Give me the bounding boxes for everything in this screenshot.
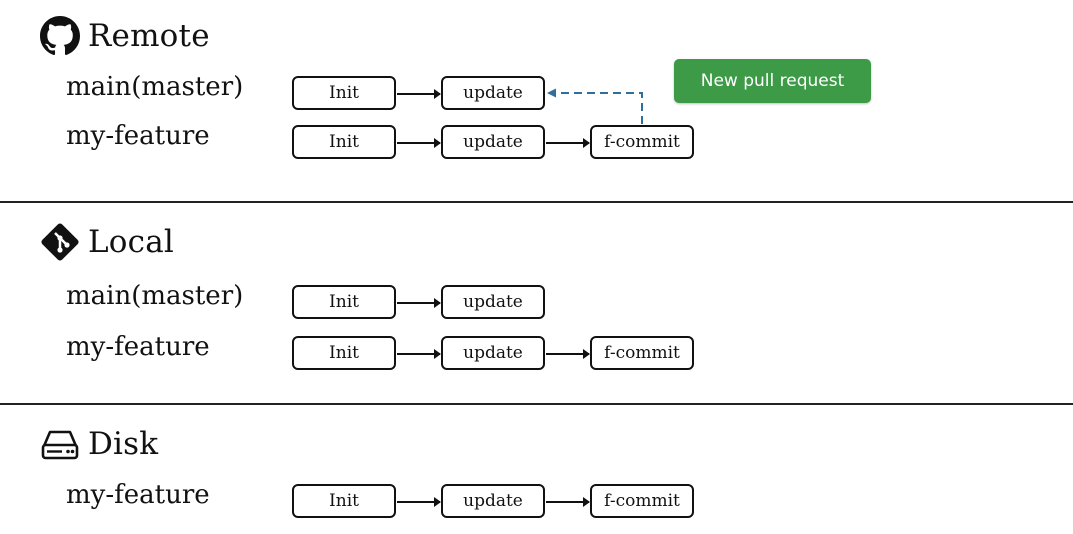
commit-node: update: [441, 285, 545, 319]
new-pull-request-button[interactable]: New pull request: [674, 59, 871, 103]
section-title-local: Local: [40, 222, 174, 262]
branch-label-local-feature: my-feature: [66, 332, 210, 362]
section-title-label: Local: [88, 224, 175, 260]
section-divider: [0, 403, 1073, 405]
commit-node: Init: [292, 484, 396, 518]
branch-label-remote-feature: my-feature: [66, 121, 210, 151]
section-title-disk: Disk: [40, 424, 158, 464]
hard-drive-icon: [40, 424, 80, 464]
commit-node: f-commit: [590, 125, 694, 159]
section-title-label: Remote: [88, 18, 210, 54]
commit-arrow: [397, 497, 441, 507]
commit-arrow: [546, 138, 590, 148]
commit-node: f-commit: [590, 484, 694, 518]
section-title-remote: Remote: [40, 16, 210, 56]
commit-node: update: [441, 336, 545, 370]
commit-arrow: [397, 138, 441, 148]
git-icon: [40, 222, 80, 262]
commit-node: Init: [292, 76, 396, 110]
branch-label-local-main: main(master): [66, 281, 244, 311]
section-title-label: Disk: [88, 426, 159, 462]
commit-arrow: [546, 497, 590, 507]
commit-node: f-commit: [590, 336, 694, 370]
commit-arrow: [397, 89, 441, 99]
commit-node: Init: [292, 336, 396, 370]
commit-node: update: [441, 76, 545, 110]
commit-node: update: [441, 484, 545, 518]
section-divider: [0, 201, 1073, 203]
commit-node: Init: [292, 125, 396, 159]
commit-node: Init: [292, 285, 396, 319]
branch-label-remote-main: main(master): [66, 72, 244, 102]
commit-node: update: [441, 125, 545, 159]
commit-arrow: [546, 349, 590, 359]
branch-label-disk-feature: my-feature: [66, 480, 210, 510]
commit-arrow: [397, 349, 441, 359]
commit-arrow: [397, 298, 441, 308]
github-icon: [40, 16, 80, 56]
